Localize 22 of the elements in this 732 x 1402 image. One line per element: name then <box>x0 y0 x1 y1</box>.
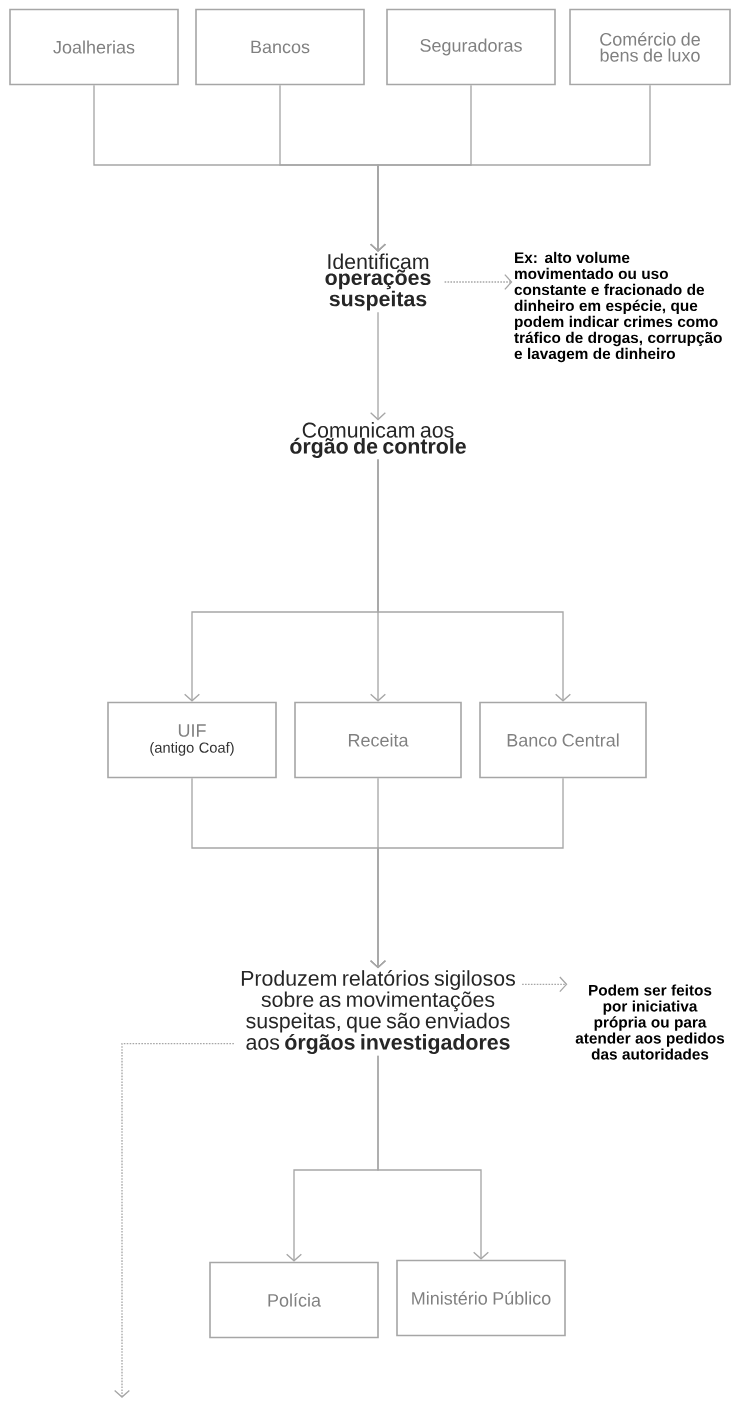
box: Receita <box>294 701 462 779</box>
box: Comércio de bens de luxo <box>569 8 731 86</box>
step-text: Comunicam aos órgão de controle <box>290 422 466 458</box>
box: Polícia <box>209 1261 379 1339</box>
box: UIF (antigo Coaf) <box>107 701 277 779</box>
box: Bancos <box>195 8 365 86</box>
step-text: Identificam operações suspeitas <box>325 253 431 311</box>
arrow <box>370 777 564 969</box>
arrow <box>114 1043 235 1398</box>
arrow <box>370 84 651 252</box>
arrow <box>443 274 513 290</box>
step-text: Produzem relatórios sigilosos sobre as movimentações suspeitas, que são enviados aos órgãos investigadores <box>241 969 515 1055</box>
note-text: Ex: alto volume movimentado ou uso constante e fracionado de dinheiro em espécie, que podem indicar crimes como tráfico de drogas, corrupção e lavagem de dinheiro <box>514 251 722 363</box>
box: Ministério Público <box>396 1259 566 1337</box>
box: Banco Central <box>479 701 647 779</box>
arrow <box>370 311 386 421</box>
box: Seguradoras <box>386 8 556 86</box>
note-text: Podem ser feitos por iniciativa própria ou para atender aos pedidos das autoridades <box>575 984 725 1060</box>
arrow <box>521 976 568 993</box>
arrow <box>377 458 571 702</box>
arrow <box>377 1055 489 1260</box>
box: Joalherias <box>9 8 179 86</box>
